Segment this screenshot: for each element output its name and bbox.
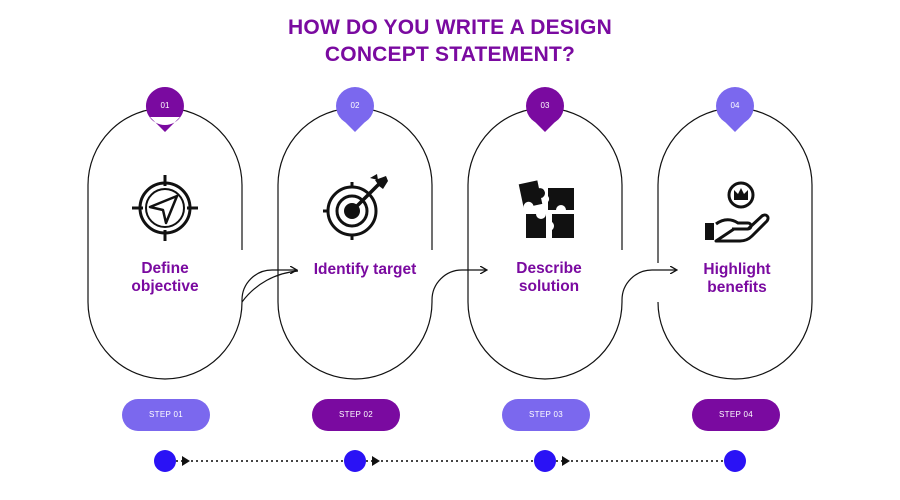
step-01-pill-bg: [122, 399, 210, 431]
step-04-pill-bg: [692, 399, 780, 431]
step-1-number: 01: [160, 101, 170, 110]
hand-crown-icon: [705, 181, 770, 243]
step-2-capsule: [241, 107, 433, 380]
title-line-2: CONCEPT STATEMENT?: [324, 43, 576, 66]
step-3-label-line-2: solution: [518, 278, 580, 295]
timeline-dot-1: [154, 450, 176, 472]
step-1-capsule: [87, 107, 243, 380]
step-1-pin: [145, 87, 184, 132]
title-line-1: HOW DO YOU WRITE A DESIGN: [288, 16, 612, 39]
target-arrow-icon: [323, 174, 388, 240]
connector-arrow-1: [241, 270, 296, 302]
step-03-pill: STEP 03: [529, 410, 563, 419]
step-4-label-line-1: Highlight: [703, 261, 771, 278]
step-3-label-line-1: Describe: [516, 260, 582, 277]
timeline: [154, 450, 746, 472]
connector-arrow-2: [431, 270, 486, 302]
step-4-pin: [716, 87, 754, 132]
step-2-label: Identify target: [280, 261, 450, 279]
timeline-dot-2: [344, 450, 366, 472]
step-3-label: Describe solution: [464, 260, 634, 296]
timeline-dot-4: [724, 450, 746, 472]
compass-icon: [132, 175, 198, 241]
step-3-capsule: [467, 107, 623, 380]
step-4-label-line-2: benefits: [707, 279, 767, 296]
step-1-label-line-1: Define: [141, 260, 189, 277]
step-2-label-line-1: Identify target: [313, 261, 417, 278]
step-3-pin: [526, 87, 564, 132]
step-4-capsule: [657, 107, 813, 380]
step-4-label: Highlight benefits: [652, 261, 822, 297]
step-1-label: Define objective: [80, 260, 250, 296]
connector-arrow-3: [621, 270, 676, 302]
step-02-pill-bg: [312, 399, 400, 431]
step-01-pill: STEP 01: [149, 410, 183, 419]
step-4-number: 04: [730, 101, 740, 110]
step-3-number: 03: [540, 101, 550, 110]
puzzle-icon: [518, 180, 574, 238]
timeline-dot-3: [534, 450, 556, 472]
step-02-pill: STEP 02: [339, 410, 373, 419]
step-2-number: 02: [350, 101, 360, 110]
page-title: HOW DO YOU WRITE A DESIGN CONCEPT STATEM…: [0, 14, 900, 68]
step-04-pill: STEP 04: [719, 410, 753, 419]
step-1-label-line-2: objective: [131, 278, 199, 295]
step-03-pill-bg: [502, 399, 590, 431]
step-2-pin: [336, 87, 374, 132]
